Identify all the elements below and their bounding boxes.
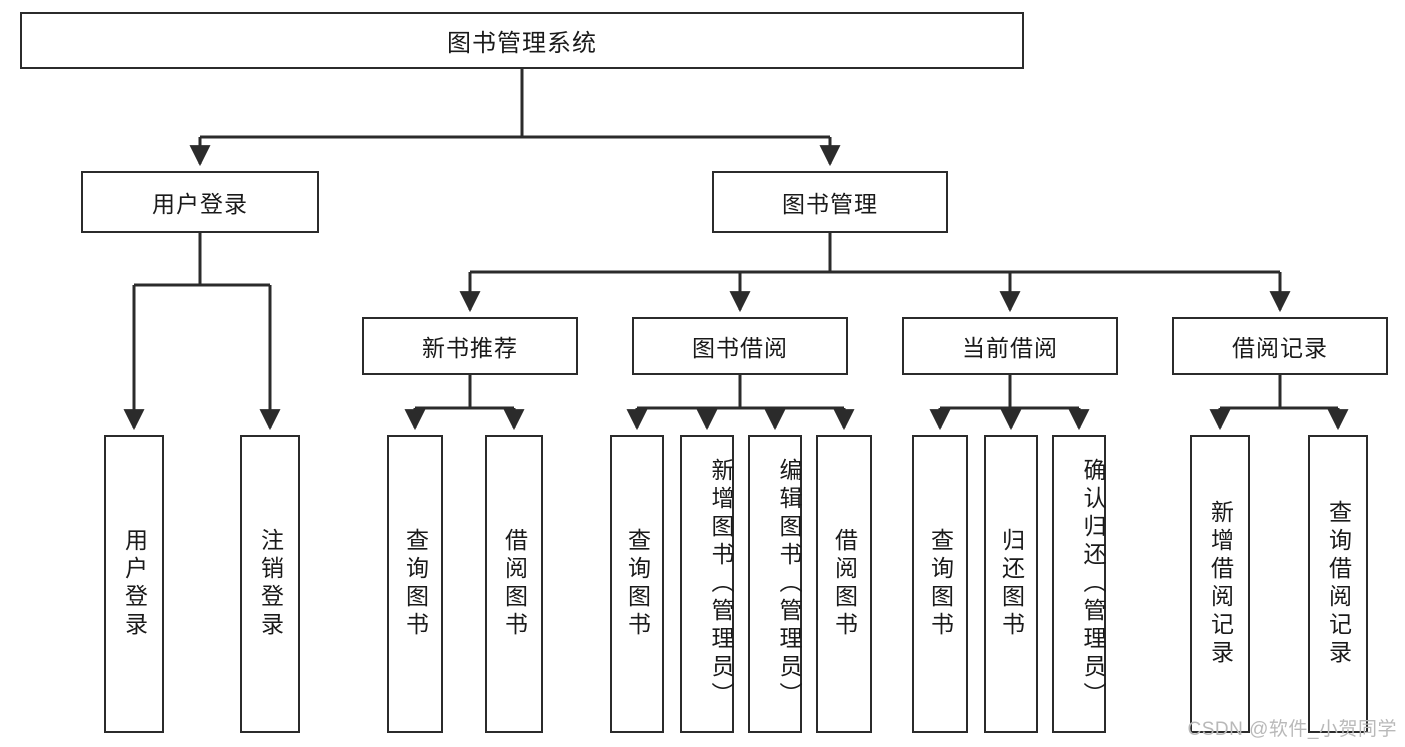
node-new-book-recommend-label: 新书推荐 (422, 335, 518, 361)
watermark-text: CSDN @软件_小贺同学 (1187, 719, 1397, 740)
node-book-borrow-label: 图书借阅 (692, 335, 788, 361)
node-root[interactable]: 图书管理系统 (20, 12, 1024, 69)
node-leaf-confirm-return-label: 确认归还（管理员） (1080, 458, 1106, 710)
node-leaf-add-borrow-record-label: 新增借阅记录 (1207, 500, 1234, 668)
node-leaf-user-login-label: 用户登录 (121, 528, 148, 640)
node-new-book-recommend[interactable]: 新书推荐 (362, 317, 578, 375)
node-leaf-edit-book-label: 编辑图书（管理员） (776, 458, 802, 710)
node-leaf-add-book-label: 新增图书（管理员） (708, 458, 734, 710)
node-leaf-query-book-3[interactable]: 查询图书 (912, 435, 968, 733)
node-leaf-query-borrow-record-label: 查询借阅记录 (1325, 500, 1352, 668)
node-leaf-borrow-book-1[interactable]: 借阅图书 (485, 435, 543, 733)
node-leaf-query-book-2[interactable]: 查询图书 (610, 435, 664, 733)
node-leaf-add-book[interactable]: 新增图书（管理员） (680, 435, 734, 733)
node-leaf-logout-label: 注销登录 (257, 528, 284, 640)
node-leaf-return-book[interactable]: 归还图书 (984, 435, 1038, 733)
node-leaf-query-book-1[interactable]: 查询图书 (387, 435, 443, 733)
node-leaf-edit-book[interactable]: 编辑图书（管理员） (748, 435, 802, 733)
node-leaf-return-book-label: 归还图书 (998, 528, 1025, 640)
node-leaf-borrow-book-2[interactable]: 借阅图书 (816, 435, 872, 733)
node-book-borrow[interactable]: 图书借阅 (632, 317, 848, 375)
node-current-borrow-label: 当前借阅 (962, 335, 1058, 361)
node-leaf-confirm-return[interactable]: 确认归还（管理员） (1052, 435, 1106, 733)
node-leaf-borrow-book-2-label: 借阅图书 (831, 528, 858, 640)
node-borrow-record[interactable]: 借阅记录 (1172, 317, 1388, 375)
node-leaf-user-login[interactable]: 用户登录 (104, 435, 164, 733)
node-leaf-borrow-book-1-label: 借阅图书 (501, 528, 528, 640)
node-leaf-query-borrow-record[interactable]: 查询借阅记录 (1308, 435, 1368, 733)
node-root-label: 图书管理系统 (447, 30, 597, 57)
node-book-management[interactable]: 图书管理 (712, 171, 948, 233)
node-leaf-query-book-1-label: 查询图书 (402, 528, 429, 640)
node-current-borrow[interactable]: 当前借阅 (902, 317, 1118, 375)
node-borrow-record-label: 借阅记录 (1232, 335, 1328, 361)
node-leaf-query-book-3-label: 查询图书 (927, 528, 954, 640)
node-leaf-add-borrow-record[interactable]: 新增借阅记录 (1190, 435, 1250, 733)
node-user-login[interactable]: 用户登录 (81, 171, 319, 233)
node-leaf-logout[interactable]: 注销登录 (240, 435, 300, 733)
node-user-login-label: 用户登录 (152, 191, 248, 217)
node-leaf-query-book-2-label: 查询图书 (624, 528, 651, 640)
node-book-management-label: 图书管理 (782, 191, 878, 217)
